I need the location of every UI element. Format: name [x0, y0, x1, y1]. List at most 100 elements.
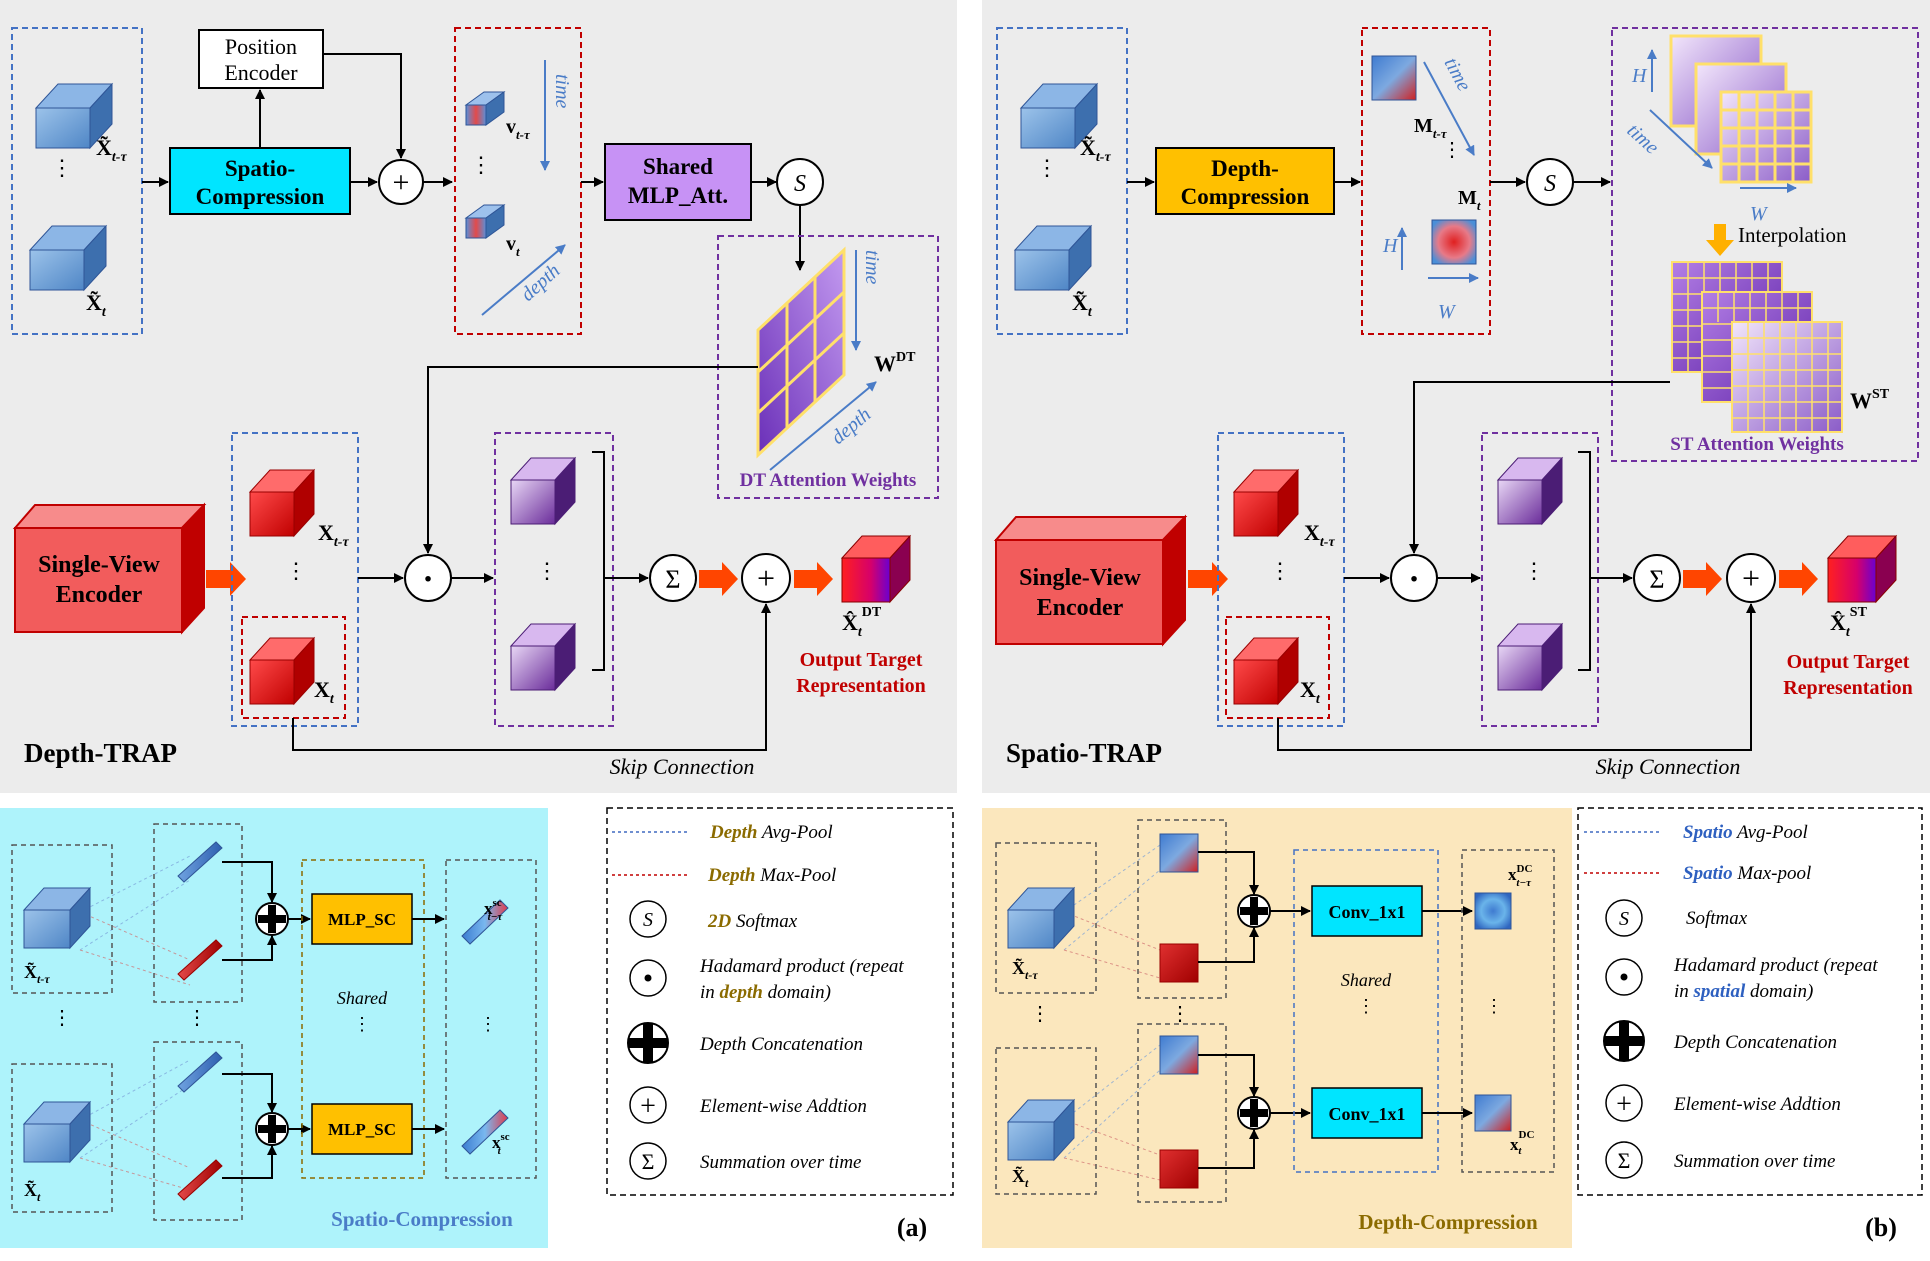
panel-b-label: (b) [1865, 1213, 1897, 1242]
summation-symbol: Σ [665, 565, 680, 594]
x-t-tau: Xt-τ [1304, 520, 1335, 550]
orange-arrow [1779, 562, 1818, 596]
sum-icon [1605, 1141, 1643, 1179]
pooled-group-box [153, 1041, 243, 1221]
spatial-map [1371, 55, 1417, 101]
conv-1x1-label: Conv_1x1 [1328, 1104, 1405, 1124]
legend-b-box [1577, 807, 1923, 1196]
encoder-features-box [1217, 432, 1345, 727]
summation-operator [649, 554, 697, 602]
encoder-label-2: Encoder [56, 582, 143, 608]
avg-pooled-map [1159, 833, 1199, 873]
mlp-sc-label: MLP_SC [328, 1120, 396, 1139]
hadamard-dot [644, 974, 652, 982]
depth-compression-panel [982, 808, 1572, 1248]
spatial-map [1431, 219, 1477, 265]
output-vector-bar [461, 1109, 509, 1155]
legend-hadamard-1: Hadamard product (repeat [699, 956, 904, 977]
pooled-group-box [153, 823, 243, 1003]
pooled-bar [177, 1159, 223, 1201]
legend-sum: Summation over time [700, 1152, 861, 1173]
x-tilde-t: X̃t [1072, 290, 1093, 320]
depth-compression-label-2: Compression [1181, 184, 1310, 209]
add-icon [629, 1086, 667, 1124]
weighted-features-box [494, 432, 614, 727]
x-t-tau: Xt-τ [318, 520, 349, 550]
shared-conv-group [1293, 849, 1439, 1173]
add-operator [1726, 553, 1776, 603]
output-maps-box [1461, 849, 1555, 1173]
spatio-compression-panel-label: Spatio-Compression [331, 1207, 513, 1231]
encoder-feature-cube [1232, 636, 1300, 706]
time-label: time [551, 74, 573, 109]
sum-icon [629, 1142, 667, 1180]
m-t-tau: Mt-τ [1414, 115, 1448, 141]
orange-arrow [206, 562, 246, 596]
output-label-1: Output Target [1787, 651, 1910, 673]
st-attention-box [1611, 27, 1919, 462]
w-st: WST [1850, 387, 1890, 413]
ellipsis: ⋮ [1485, 996, 1503, 1016]
x-tilde-t-tau: X̃t-τ [1012, 958, 1038, 982]
m-t: Mt [1458, 187, 1481, 213]
shared-mlp-group [301, 859, 425, 1179]
pooling-lines [79, 855, 191, 1191]
output-symbol: X̂tDT [842, 605, 882, 640]
mlp-sc-label: MLP_SC [328, 910, 396, 929]
add-operator-symbol: + [393, 166, 410, 199]
conv-1x1-box [1311, 1087, 1423, 1139]
h-axis-label: H [1631, 65, 1648, 87]
spatio-compression-panel [0, 808, 548, 1248]
legend-avg-pool: Depth Avg-Pool [709, 822, 833, 843]
pooling-lines [1063, 844, 1161, 1181]
h-axis-label: H [1382, 235, 1399, 257]
legend-softmax: Softmax [1686, 908, 1748, 929]
orange-arrow [699, 562, 738, 596]
v-t: vt [506, 233, 520, 259]
concat-icon [1603, 1020, 1645, 1062]
weighted-features-box [1481, 432, 1599, 727]
single-view-encoder [993, 514, 1188, 647]
x-t: Xt [1300, 677, 1321, 707]
concat-icon [627, 1022, 669, 1064]
output-cube [840, 534, 912, 604]
output-cube [1826, 534, 1898, 604]
input-group-box [995, 842, 1097, 994]
max-pooled-map [1159, 943, 1199, 983]
legend-hadamard-2: in spatial domain) [1674, 981, 1813, 1002]
legend-hadamard-1: Hadamard product (repeat [1673, 955, 1878, 976]
vector-bar [464, 91, 506, 126]
encoder-feature-cube [1232, 468, 1300, 538]
ellipsis: ⋮ [353, 1014, 371, 1034]
pooled-bar [177, 1051, 223, 1093]
ellipsis: ⋮ [470, 152, 492, 177]
depth-trap-title: Depth-TRAP [24, 738, 177, 768]
vector-bar [464, 204, 506, 239]
softmax-icon-symbol: S [643, 909, 653, 931]
x-tilde-t: X̃t [1012, 1166, 1029, 1190]
encoder-label-1: Single-View [38, 552, 160, 578]
interpolation-label: Interpolation [1738, 223, 1847, 247]
orange-arrow [794, 562, 833, 596]
legend-add: Element-wise Addtion [1673, 1094, 1841, 1115]
pooled-group-box [1137, 819, 1227, 999]
output-vector-bar [461, 899, 509, 945]
legend-a-box [606, 807, 954, 1196]
add-operator-symbol: + [1742, 560, 1760, 596]
encoder-feature-cube [248, 468, 316, 538]
x-tilde-t-tau: X̃t-τ [1080, 135, 1111, 165]
softmax-icon-symbol: S [1619, 908, 1629, 930]
feature-cube [1006, 886, 1076, 950]
input-group-box [11, 844, 113, 994]
interpolation-arrow [1706, 224, 1734, 256]
legend-concat: Depth Concatenation [1673, 1032, 1837, 1053]
orange-arrow [1683, 562, 1722, 596]
add-icon-symbol: + [640, 1091, 656, 1122]
hadamard-symbol: · [422, 561, 433, 598]
weighted-feature-cube [1496, 456, 1564, 526]
w-axis-label: W [1750, 203, 1769, 225]
ellipsis: ⋮ [285, 558, 307, 583]
concat-operator [1237, 1096, 1271, 1130]
